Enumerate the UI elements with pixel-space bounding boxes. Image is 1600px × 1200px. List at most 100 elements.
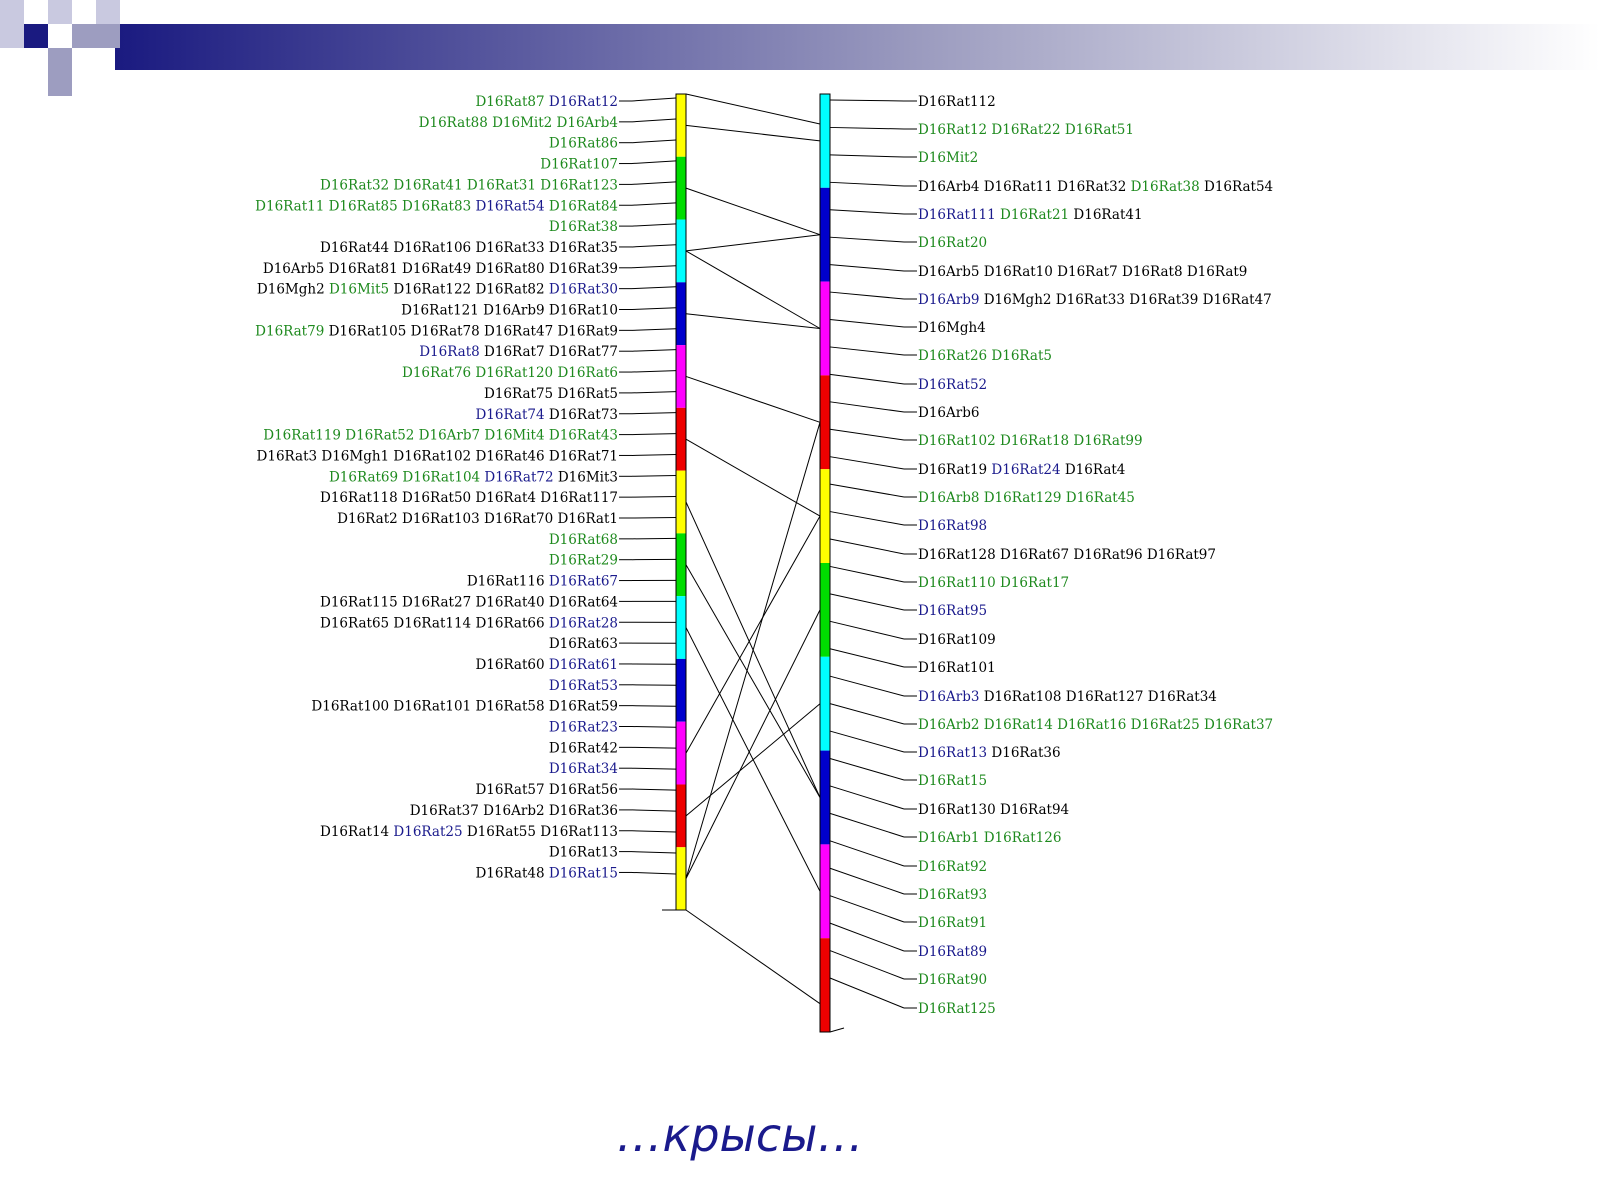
right-marker-label: D16Rat15 (918, 773, 987, 789)
right-marker-label: D16Rat109 (918, 632, 996, 648)
left-chromosome-bar-segment (676, 407, 686, 471)
left-label-connector (631, 516, 677, 519)
right-chromosome-bar-segment (820, 281, 830, 376)
header-logo-square (48, 24, 72, 48)
right-chromosome-bar-segment (820, 94, 830, 188)
right-label-connector (829, 401, 905, 413)
left-marker-label: D16Rat53 (549, 678, 618, 694)
slide-caption: …крысы… (616, 1108, 864, 1162)
right-marker-label: D16Arb6 (918, 405, 979, 421)
right-label-connector (829, 373, 905, 385)
left-label-connector (631, 223, 677, 227)
left-chromosome-bar-segment (676, 533, 686, 597)
right-label-connector (829, 264, 905, 272)
right-marker-label: D16Arb9 D16Mgh2 D16Rat33 D16Rat39 D16Rat… (918, 292, 1272, 308)
left-marker-label: D16Rat48 D16Rat15 (475, 865, 618, 881)
homology-link (685, 250, 821, 329)
right-marker-label: D16Rat98 (918, 518, 987, 534)
right-marker-label: D16Arb3 D16Rat108 D16Rat127 D16Rat34 (918, 689, 1217, 705)
left-label-connector (631, 746, 677, 749)
right-marker-label: D16Rat95 (918, 603, 987, 619)
left-label-connector (631, 244, 677, 248)
homology-link (685, 438, 821, 517)
homology-link (685, 703, 821, 817)
right-chromosome-bar-segment (820, 750, 830, 845)
header-logo-square (24, 24, 48, 48)
homology-link (685, 375, 821, 423)
right-label-connector (829, 812, 905, 838)
left-marker-label: D16Rat100 D16Rat101 D16Rat58 D16Rat59 (311, 699, 618, 715)
left-marker-label: D16Rat60 D16Rat61 (475, 657, 618, 673)
header-logo-square (72, 24, 96, 48)
right-marker-label: D16Arb8 D16Rat129 D16Rat45 (918, 490, 1135, 506)
left-label-connector (631, 265, 677, 269)
left-marker-label: D16Rat38 (549, 219, 618, 235)
right-chromosome-bar-segment (820, 469, 830, 563)
left-marker-label: D16Rat3 D16Mgh1 D16Rat102 D16Rat46 D16Ra… (257, 448, 618, 464)
left-marker-label: D16Rat86 (549, 136, 618, 152)
right-chromosome-bar-segment (820, 938, 830, 1032)
homology-link (685, 909, 821, 1005)
right-marker-label: D16Rat91 (918, 915, 987, 931)
right-marker-label: D16Rat112 (918, 94, 996, 110)
left-label-connector (631, 412, 677, 415)
header-logo-square (72, 0, 96, 24)
homology-link (685, 234, 821, 252)
left-label-connector (631, 391, 677, 394)
right-label-connector (829, 126, 905, 130)
left-marker-label: D16Rat63 (549, 636, 618, 652)
left-label-connector (631, 118, 677, 123)
right-label-connector (829, 565, 905, 583)
right-label-connector (829, 730, 905, 753)
right-marker-label: D16Rat110 D16Rat17 (918, 575, 1069, 591)
right-marker-label: D16Rat92 (918, 859, 987, 875)
left-marker-label: D16Rat107 (540, 157, 618, 173)
left-chromosome-bar-segment (676, 784, 686, 848)
left-label-connector (631, 202, 677, 206)
header-logo-square (24, 48, 48, 72)
left-chromosome-bar-segment (676, 596, 686, 659)
left-label-connector (631, 139, 677, 144)
right-label-connector (829, 291, 905, 300)
right-label-connector (829, 483, 905, 498)
right-label-connector (829, 950, 905, 980)
left-marker-label: D16Mgh2 D16Mit5 D16Rat122 D16Rat82 D16Ra… (257, 282, 618, 298)
right-label-connector (829, 977, 905, 1009)
left-label-connector (631, 788, 677, 791)
left-marker-label: D16Rat32 D16Rat41 D16Rat31 D16Rat123 (320, 177, 618, 193)
left-label-connector (631, 475, 677, 477)
slide-header-banner (0, 0, 1600, 96)
right-label-connector (829, 840, 905, 867)
left-marker-label: D16Rat44 D16Rat106 D16Rat33 D16Rat35 (320, 240, 618, 256)
left-marker-label: D16Rat75 D16Rat5 (484, 386, 618, 402)
left-marker-label: D16Rat65 D16Rat114 D16Rat66 D16Rat28 (320, 615, 618, 631)
homology-link (685, 422, 821, 879)
header-logo-square (96, 0, 120, 24)
header-logo-square (48, 72, 72, 96)
left-label-connector (631, 307, 677, 310)
left-marker-label: D16Rat115 D16Rat27 D16Rat40 D16Rat64 (320, 594, 618, 610)
left-marker-label: D16Rat23 (549, 720, 618, 736)
right-marker-label: D16Arb5 D16Rat10 D16Rat7 D16Rat8 D16Rat9 (918, 264, 1247, 280)
left-chromosome-bar-outline (675, 93, 687, 911)
right-label-connector (829, 648, 905, 668)
right-marker-label: D16Rat128 D16Rat67 D16Rat96 D16Rat97 (918, 547, 1216, 563)
right-marker-label: D16Arb4 D16Rat11 D16Rat32 D16Rat38 D16Ra… (918, 179, 1273, 195)
right-label-connector (829, 620, 905, 640)
right-marker-label: D16Rat90 (918, 972, 987, 988)
left-marker-label: D16Rat34 (549, 761, 618, 777)
left-marker-label: D16Rat119 D16Rat52 D16Arb7 D16Mit4 D16Ra… (263, 428, 618, 444)
left-marker-label: D16Rat42 (549, 740, 618, 756)
left-label-connector (631, 433, 677, 436)
left-label-connector (631, 181, 677, 185)
header-logo-square (0, 0, 24, 24)
left-marker-label: D16Rat2 D16Rat103 D16Rat70 D16Rat1 (337, 511, 618, 527)
right-label-connector (829, 236, 905, 243)
header-logo-square (48, 48, 72, 72)
right-label-connector (829, 99, 905, 102)
left-marker-label: D16Rat88 D16Mit2 D16Arb4 (419, 115, 618, 131)
right-label-connector (829, 456, 905, 470)
right-label-connector (829, 319, 905, 328)
right-label-connector (829, 511, 905, 526)
right-marker-label: D16Rat102 D16Rat18 D16Rat99 (918, 433, 1143, 449)
